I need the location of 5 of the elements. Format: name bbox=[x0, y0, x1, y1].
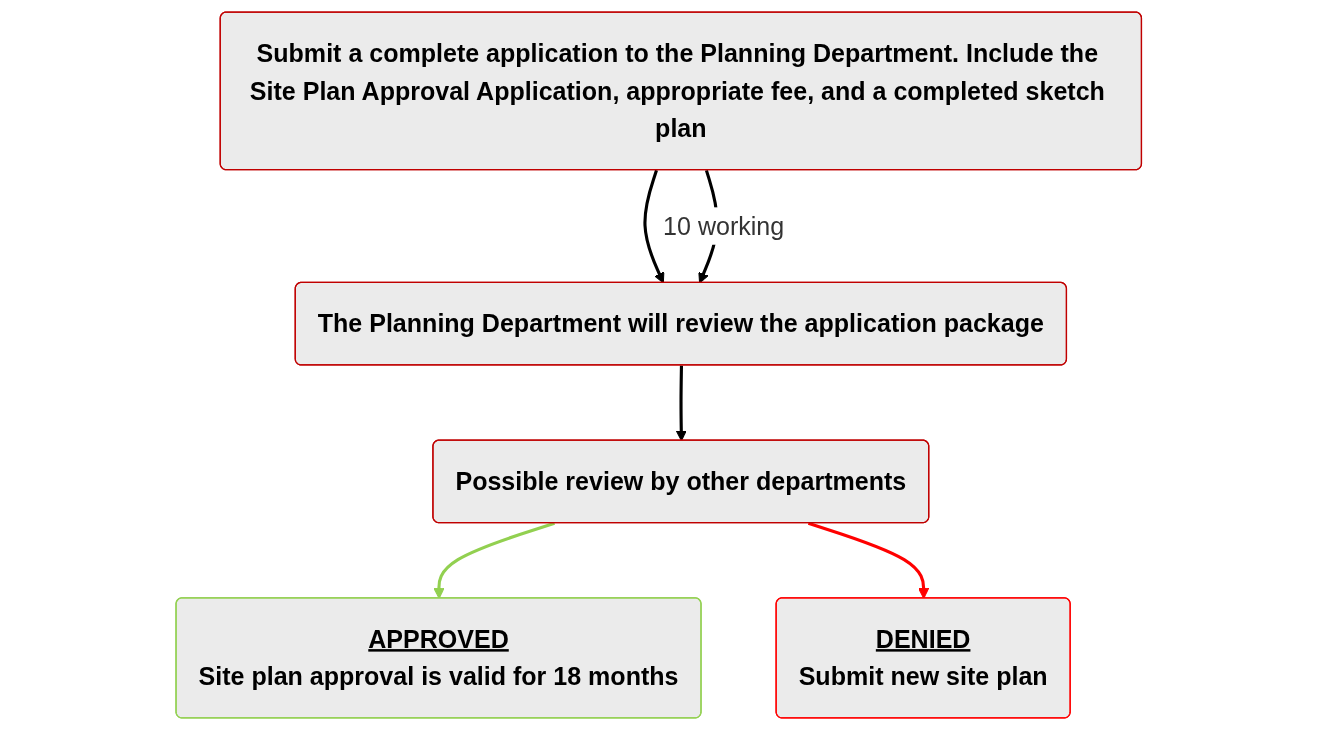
edge-label: 10 working bbox=[663, 212, 785, 240]
arrow bbox=[808, 521, 930, 599]
arrow bbox=[433, 521, 556, 599]
arrow bbox=[676, 365, 688, 442]
arrow bbox=[643, 169, 665, 284]
